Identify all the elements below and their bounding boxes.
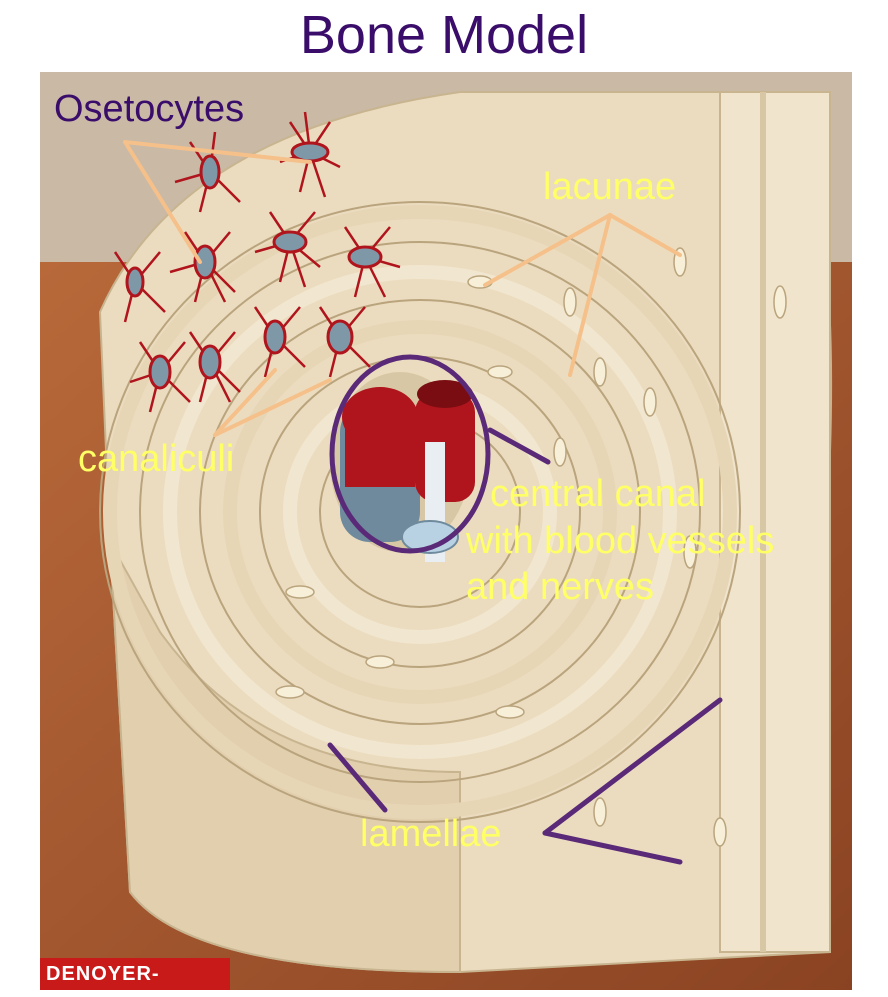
- lamellae-pointer-1: [327, 742, 388, 813]
- lacunae-pointer-1: [483, 213, 612, 287]
- label-lamellae: lamellae: [360, 813, 502, 855]
- central-canal-pointer: [487, 427, 551, 465]
- lacunae-ovals: [275, 247, 787, 847]
- canaliculi-pointer-2: [213, 378, 332, 437]
- label-central-canal-line-1: central canal: [490, 473, 706, 515]
- osteocytes-pointer-2: [123, 140, 202, 264]
- label-central-canal-line-2: with blood vessels: [466, 520, 775, 562]
- label-osteocytes: Osetocytes: [54, 88, 245, 130]
- page-title: Bone Model: [299, 5, 589, 65]
- label-central-canal-line-3: and nerves: [466, 566, 655, 608]
- central-canal-ring: [329, 354, 491, 554]
- lamellae-pointer-3: [542, 830, 683, 865]
- label-lacunae: lacunae: [543, 166, 677, 208]
- central-canal-vessels: [330, 372, 475, 562]
- osteocytes-cells: [113, 111, 401, 413]
- lamellae-pointer-2: [542, 697, 723, 836]
- osteocytes-pointer-1: [123, 140, 312, 164]
- canaliculi-pointer-1: [213, 368, 277, 437]
- lacunae-pointer-3: [608, 213, 682, 257]
- lacunae-pointer-2: [568, 213, 612, 377]
- manufacturer-logo: DENOYER-: [40, 958, 230, 990]
- label-canaliculi: canaliculi: [78, 438, 235, 480]
